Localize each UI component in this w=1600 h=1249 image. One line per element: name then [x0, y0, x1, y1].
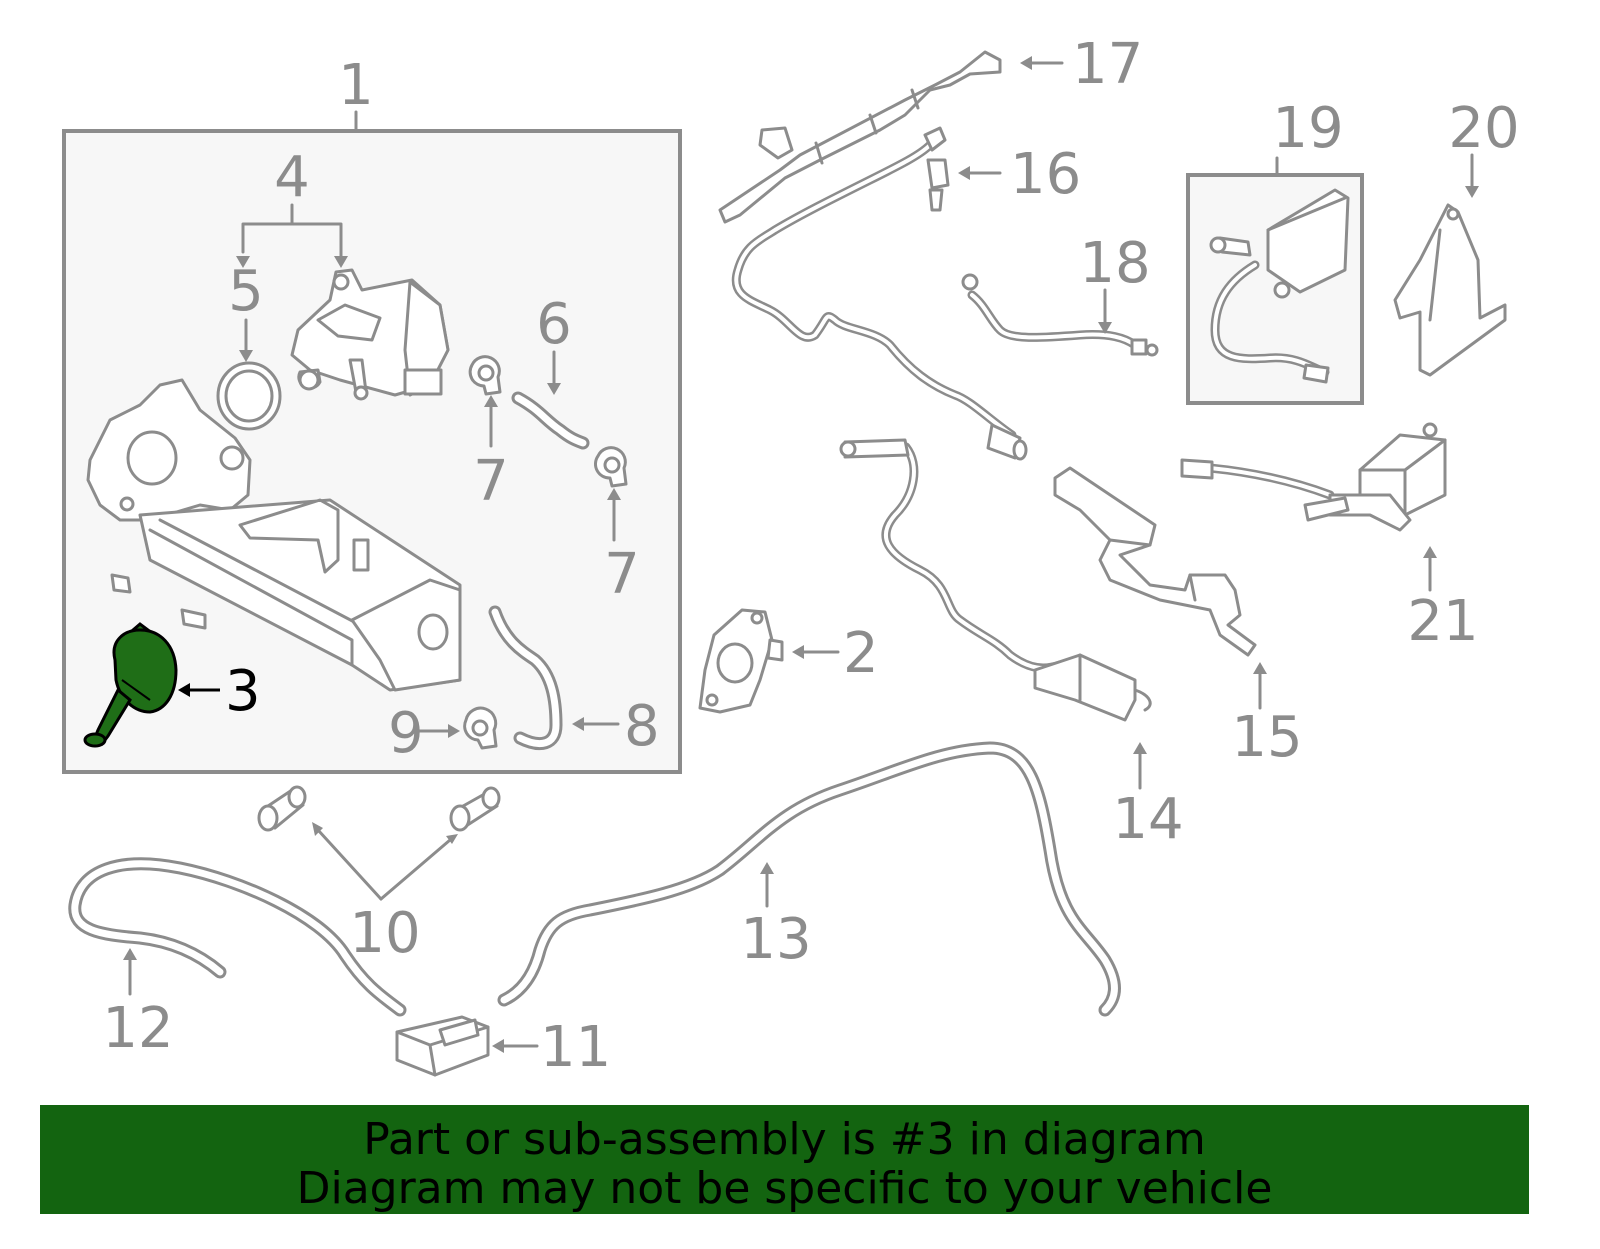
part-8-hose[interactable] — [488, 605, 563, 751]
callout-12: 12 — [102, 996, 173, 1061]
callout-5: 5 — [228, 259, 264, 324]
callout-7-lower: 7 — [604, 542, 640, 607]
leader-arrows — [123, 56, 1479, 1053]
part-10-grommet-right[interactable] — [449, 786, 501, 832]
callout-7-upper: 7 — [473, 449, 509, 514]
callout-1: 1 — [338, 53, 374, 118]
part-7-clamp-lower[interactable] — [594, 446, 628, 488]
part-21-sensor[interactable] — [1180, 422, 1447, 532]
callout-16: 16 — [1010, 142, 1081, 207]
part-14-sensor[interactable] — [839, 438, 1152, 722]
callout-9: 9 — [388, 701, 424, 766]
part-2-gasket[interactable] — [698, 608, 784, 714]
callout-17: 17 — [1072, 32, 1143, 97]
callout-20: 20 — [1448, 96, 1519, 161]
part-4-egr-valve[interactable] — [290, 268, 450, 401]
callout-8: 8 — [624, 694, 660, 759]
part-7-clamp-upper[interactable] — [468, 355, 502, 396]
callout-11: 11 — [540, 1015, 611, 1080]
callout-3: 3 — [225, 659, 261, 724]
part-15-bracket[interactable] — [1053, 466, 1257, 657]
part-10-grommet-left[interactable] — [257, 785, 307, 832]
part-13-hose[interactable] — [497, 741, 1121, 1017]
callout-21: 21 — [1407, 589, 1478, 654]
part-17-bracket[interactable] — [718, 50, 1002, 224]
part-5-gasket-ring[interactable] — [216, 361, 282, 431]
part-6-hose[interactable] — [511, 391, 590, 450]
part-11-connector[interactable] — [395, 1015, 490, 1077]
part-12-hose[interactable] — [68, 857, 407, 1017]
part-19-sensor[interactable] — [1209, 188, 1350, 384]
callout-13: 13 — [740, 907, 811, 972]
callout-14: 14 — [1112, 787, 1183, 852]
part-1-egr-cooler[interactable] — [86, 378, 462, 692]
callout-15: 15 — [1231, 705, 1302, 770]
callout-18: 18 — [1079, 231, 1150, 296]
part-20-bracket[interactable] — [1393, 203, 1507, 377]
info-banner: Part or sub-assembly is #3 in diagram Di… — [40, 1105, 1529, 1214]
callout-2: 2 — [843, 621, 879, 686]
part-18-sensor[interactable] — [961, 273, 1159, 357]
callout-4: 4 — [274, 145, 310, 210]
callout-19: 19 — [1272, 96, 1343, 161]
part-9-clamp[interactable] — [463, 706, 498, 750]
part-16-sensor-harness[interactable] — [731, 126, 1028, 461]
callout-6: 6 — [536, 292, 572, 357]
part-3-actuator-highlighted[interactable] — [83, 622, 178, 748]
banner-line-2: Diagram may not be specific to your vehi… — [296, 1163, 1273, 1214]
callout-10: 10 — [349, 901, 420, 966]
banner-line-1: Part or sub-assembly is #3 in diagram — [363, 1114, 1206, 1165]
